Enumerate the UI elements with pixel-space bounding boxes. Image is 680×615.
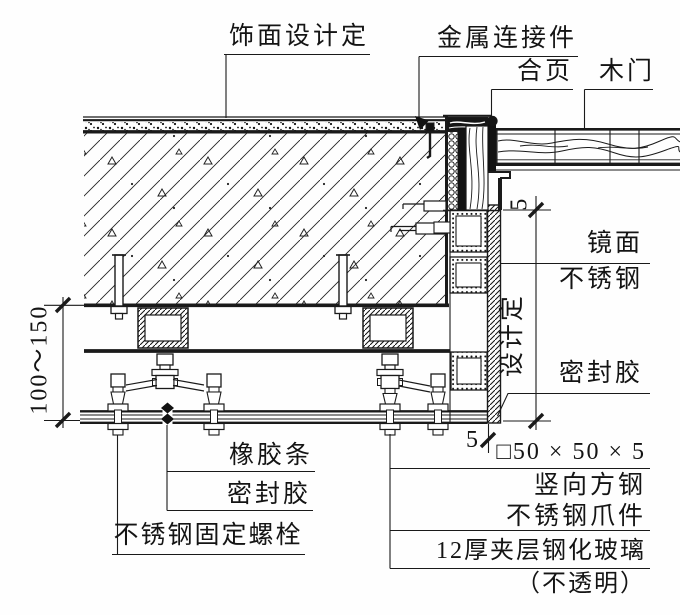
glass-bolts [107, 373, 449, 436]
callout-mirror-line1: 镜面 [586, 230, 643, 257]
callout-rubber-strip: 橡胶条 [228, 442, 313, 469]
spider-fitting [376, 353, 431, 393]
wood-door-leaf [496, 128, 680, 171]
dimension-lines [44, 196, 551, 453]
hanger-rod [110, 254, 128, 320]
dim-hanger-height: 100～150 [26, 304, 53, 415]
hanger-rod [334, 254, 352, 320]
square-tube [362, 307, 414, 349]
callout-mirror-line2: 不锈钢 [558, 266, 643, 293]
glass-bolt [203, 373, 225, 436]
glass-bolt [427, 373, 449, 436]
callout-glass-note: （不透明） [516, 571, 646, 597]
callout-metal-connector: 金属连接件 [436, 25, 577, 52]
mirror-steel-strip [486, 204, 502, 424]
dim-steel-thickness: 5 [466, 427, 478, 453]
laminated-glass [80, 410, 487, 424]
embedded-hanger-rods [110, 254, 352, 320]
column-bracket [433, 221, 451, 234]
door-jamb-steel [488, 124, 496, 172]
dim-top-gap: 5 [506, 198, 533, 211]
spider-fittings [125, 353, 431, 393]
square-tube [450, 351, 488, 391]
callout-sealant-right: 密封胶 [558, 360, 643, 387]
callout-spider-fitting: 不锈钢爪件 [505, 503, 646, 530]
dim-design-height: 设计定 [498, 293, 526, 378]
leader-lines [112, 53, 653, 570]
callout-glass-spec: 12厚夹层钢化玻璃 [436, 538, 646, 564]
callout-hinge: 合页 [516, 58, 573, 85]
door-frame [443, 114, 511, 212]
glass-bolt [379, 387, 401, 436]
glass-bolt [107, 373, 129, 436]
callout-finish: 饰面设计定 [228, 23, 369, 50]
callout-square-tube-spec: □50 × 50 × 5 [496, 439, 646, 465]
callout-fixing-bolt: 不锈钢固定螺栓 [113, 522, 303, 549]
glass-joint [161, 402, 174, 425]
callout-square-tube-name: 竖向方钢 [533, 472, 646, 499]
concrete-slab [83, 116, 449, 308]
finish-layer [83, 122, 444, 131]
insulation-strip [447, 131, 459, 211]
wood-blocking [465, 125, 489, 211]
hanger-square-tubes [137, 307, 414, 349]
spider-fitting [125, 353, 205, 392]
square-tube [449, 209, 488, 253]
hinge-knuckle [487, 115, 498, 127]
callout-wood-door: 木门 [598, 58, 655, 85]
callout-sealant-joint: 密封胶 [226, 481, 311, 508]
frame-steel-edge [458, 128, 466, 210]
square-tube [449, 256, 488, 294]
square-tube [137, 307, 189, 349]
